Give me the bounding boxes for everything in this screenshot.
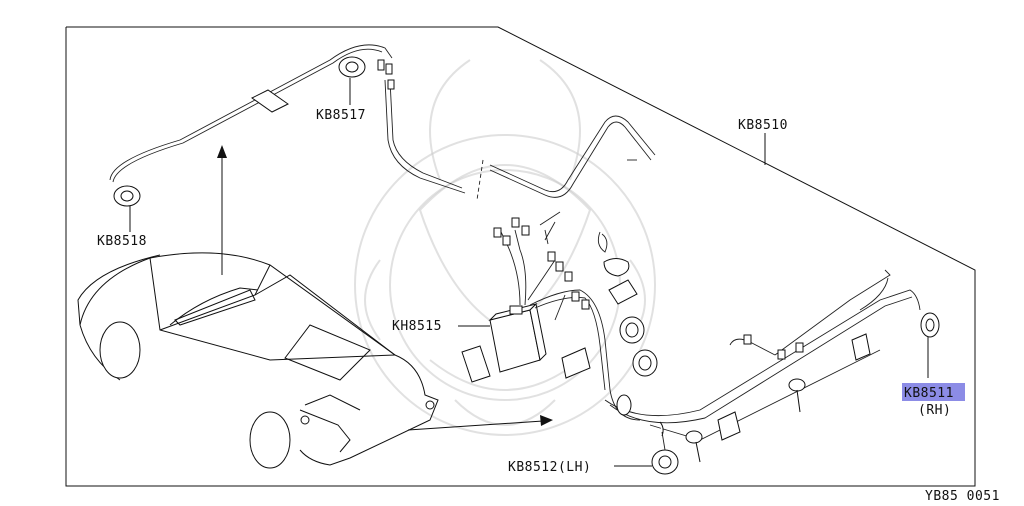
label-kb8517: KB8517 [316, 108, 366, 123]
arrow-right [407, 415, 553, 431]
label-kb8511: KB8511 [904, 386, 954, 401]
kb8517-speaker [338, 56, 395, 105]
kb8512-speaker [651, 431, 679, 475]
diagram-frame [65, 26, 976, 487]
kb8518-speaker [113, 185, 141, 232]
upper-harness [109, 44, 656, 201]
lower-harness [604, 269, 921, 463]
car-illustration [77, 252, 439, 469]
label-kh8515: KH8515 [392, 319, 442, 334]
label-kb8510: KB8510 [738, 118, 788, 133]
diagram-code: YB85 0051 [925, 489, 1000, 504]
shelf-pad [251, 89, 289, 113]
accessory-parts [461, 229, 658, 383]
kb8511-speaker [920, 312, 940, 378]
arrow-up [217, 145, 227, 275]
label-kb8512: KB8512(LH) [508, 460, 591, 475]
watermark-emblem [354, 59, 656, 436]
label-kb8511-side: (RH) [918, 403, 951, 418]
label-kb8518: KB8518 [97, 234, 147, 249]
kb8511-highlight [902, 383, 965, 401]
